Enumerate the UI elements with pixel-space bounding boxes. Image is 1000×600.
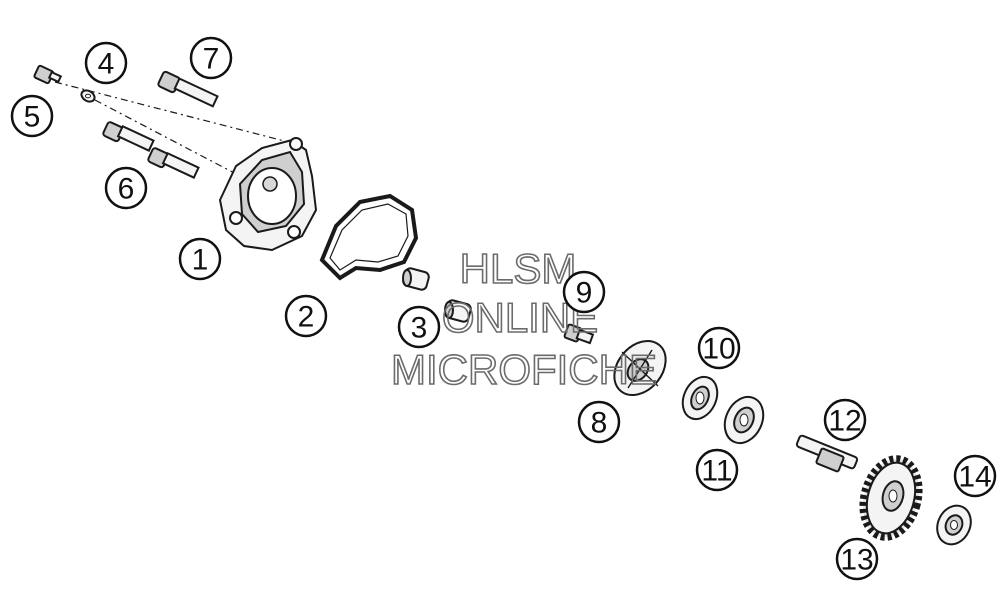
part-bearing-lower: [723, 395, 765, 445]
callout-7: 7: [189, 36, 233, 80]
callout-5: 5: [10, 94, 54, 138]
part-shaft: [795, 434, 859, 473]
callout-label: 2: [298, 301, 315, 334]
part-impeller: [613, 340, 667, 396]
callout-14: 14: [953, 454, 997, 498]
part-pump-cover: [218, 137, 318, 252]
callout-13: 13: [835, 537, 879, 581]
callout-4: 4: [84, 41, 128, 85]
callout-label: 5: [24, 101, 41, 134]
callout-label: 13: [840, 544, 873, 577]
assembly-line-lower: [94, 99, 241, 177]
callout-11: 11: [695, 448, 739, 492]
callout-label: 9: [576, 277, 593, 310]
part-bolt-pair: [102, 121, 200, 179]
part-gasket: [319, 193, 419, 281]
callout-label: 11: [701, 455, 732, 488]
watermark: HLSM ONLINE MICROFICHE: [390, 244, 658, 394]
part-bearing-end: [936, 504, 972, 546]
callout-12: 12: [823, 398, 867, 442]
assembly-line-upper: [54, 81, 301, 146]
callout-9: 9: [562, 270, 606, 314]
callout-3: 3: [397, 305, 441, 349]
part-long-bolt: [157, 70, 219, 108]
callout-label: 6: [118, 173, 135, 206]
callout-label: 3: [411, 312, 428, 345]
callout-2: 2: [284, 294, 328, 338]
callout-label: 8: [591, 407, 608, 440]
callout-label: 12: [828, 405, 861, 438]
callout-label: 10: [702, 333, 735, 366]
callout-6: 6: [104, 166, 148, 210]
part-washer: [80, 89, 96, 103]
part-bearing-upper: [681, 375, 719, 421]
callout-label: 14: [958, 461, 991, 494]
watermark-line-3: MICROFICHE: [391, 346, 657, 393]
callout-1: 1: [178, 237, 222, 281]
callout-label: 4: [98, 48, 115, 81]
part-gear: [859, 455, 923, 541]
part-small-bolt: [33, 64, 63, 85]
callout-8: 8: [577, 400, 621, 444]
part-sleeves: [402, 267, 472, 323]
callout-label: 7: [203, 43, 220, 76]
watermark-line-1: HLSM: [460, 245, 577, 292]
part-screw: [563, 323, 595, 345]
callout-10: 10: [697, 326, 741, 370]
callout-label: 1: [192, 244, 209, 277]
